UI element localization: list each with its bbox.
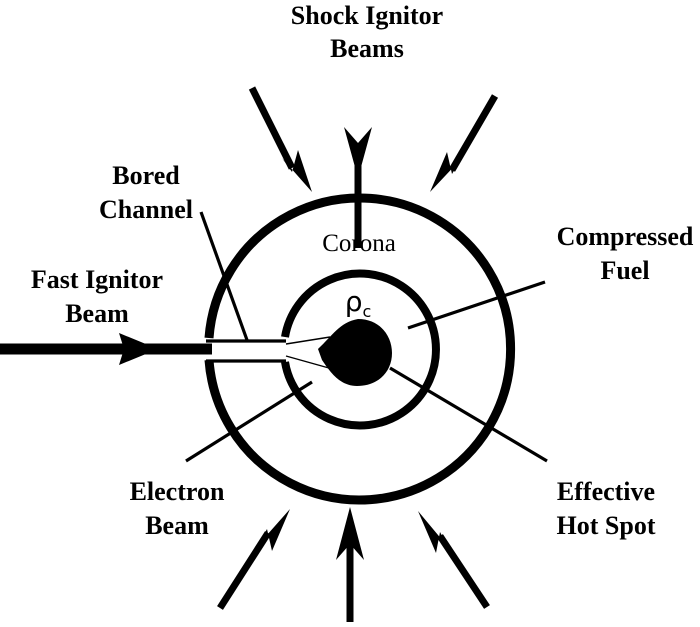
- fast-ignitor-beam-arrowhead: [119, 333, 158, 365]
- label-fast-ignitor-beam-line1: Fast Ignitor: [31, 265, 163, 294]
- electron-ray-upper: [285, 336, 331, 345]
- leader-effective-hot-spot: [389, 366, 548, 463]
- label-electron-beam-line2: Beam: [145, 511, 209, 540]
- outer-circle-arc: [204, 193, 516, 505]
- rho-subscript: c: [362, 302, 371, 321]
- leader-compressed-fuel: [407, 280, 546, 330]
- label-fast-ignitor-beam-line2: Beam: [65, 299, 129, 328]
- text-labels: Shock Ignitor Beams Bored Channel Fast I…: [31, 1, 694, 540]
- shock-beam-bottom-left-shaft: [217, 531, 271, 610]
- label-electron-beam-line1: Electron: [130, 477, 225, 506]
- shock-beam-bottom-left-arrowhead: [259, 509, 290, 551]
- shock-beam-top-left-arrowhead: [282, 150, 312, 192]
- label-shock-ignitor-beams-line1: Shock Ignitor: [291, 1, 443, 30]
- inner-circle-arc: [281, 269, 440, 430]
- label-effective-hot-spot-line2: Hot Spot: [557, 511, 656, 540]
- shock-beam-top-right-arrowhead: [430, 152, 461, 192]
- label-shock-ignitor-beams-line2: Beams: [330, 34, 404, 63]
- label-effective-hot-spot-line1: Effective: [557, 477, 655, 506]
- label-compressed-fuel-line1: Compressed: [557, 222, 694, 251]
- bored-channel: [206, 339, 286, 363]
- shock-beam-top-center-arrowhead: [344, 127, 372, 178]
- corona-boundary-circle: [204, 193, 516, 505]
- label-corona: Corona: [322, 230, 396, 257]
- shock-beam-bottom-right-arrowhead: [418, 511, 448, 553]
- leader-electron-beam: [185, 380, 313, 463]
- shock-beam-bottom-right-shaft: [437, 534, 490, 609]
- leader-bored-channel: [199, 211, 249, 341]
- rho-symbol: ρ: [345, 285, 363, 318]
- label-bored-channel-line1: Bored: [112, 161, 180, 190]
- effective-hot-spot-blob: [318, 319, 392, 386]
- fast-ignitor-beam-arrow: [0, 333, 212, 365]
- leader-lines: [185, 211, 548, 463]
- label-bored-channel-line2: Channel: [99, 195, 193, 224]
- shock-beam-top-right-shaft: [448, 94, 499, 172]
- shock-ignitor-beams-bottom: [217, 507, 490, 622]
- label-compressed-fuel-line2: Fuel: [600, 256, 649, 285]
- shock-beam-bottom-center-arrowhead: [336, 507, 364, 560]
- shock-ignitor-beams-top: [248, 86, 499, 248]
- label-core-density: ρc: [345, 285, 372, 321]
- shock-beam-top-left-shaft: [248, 86, 296, 170]
- compressed-fuel-circle: [281, 269, 440, 430]
- hot-spot-shape: [318, 319, 392, 386]
